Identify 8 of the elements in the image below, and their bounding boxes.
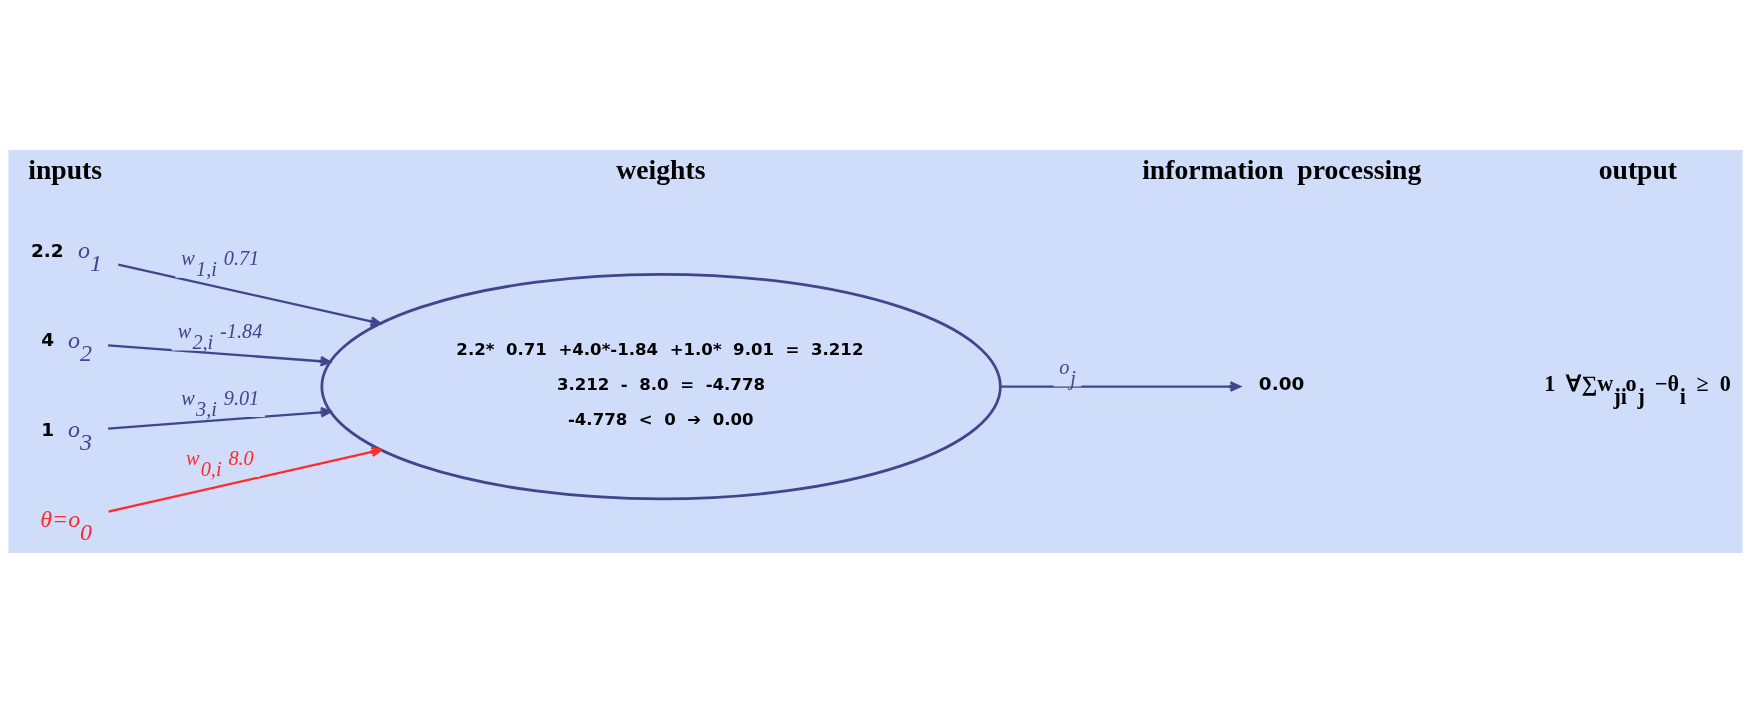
node-label: 1 — [41, 418, 55, 440]
label: weights — [616, 153, 706, 185]
node-label: 2.2 — [31, 239, 64, 261]
node-label: 4 — [41, 329, 55, 351]
label: output — [1598, 153, 1678, 185]
label: inputs — [28, 153, 103, 185]
node-text: 0.00 — [1258, 373, 1305, 395]
label: information processing — [1142, 153, 1422, 185]
